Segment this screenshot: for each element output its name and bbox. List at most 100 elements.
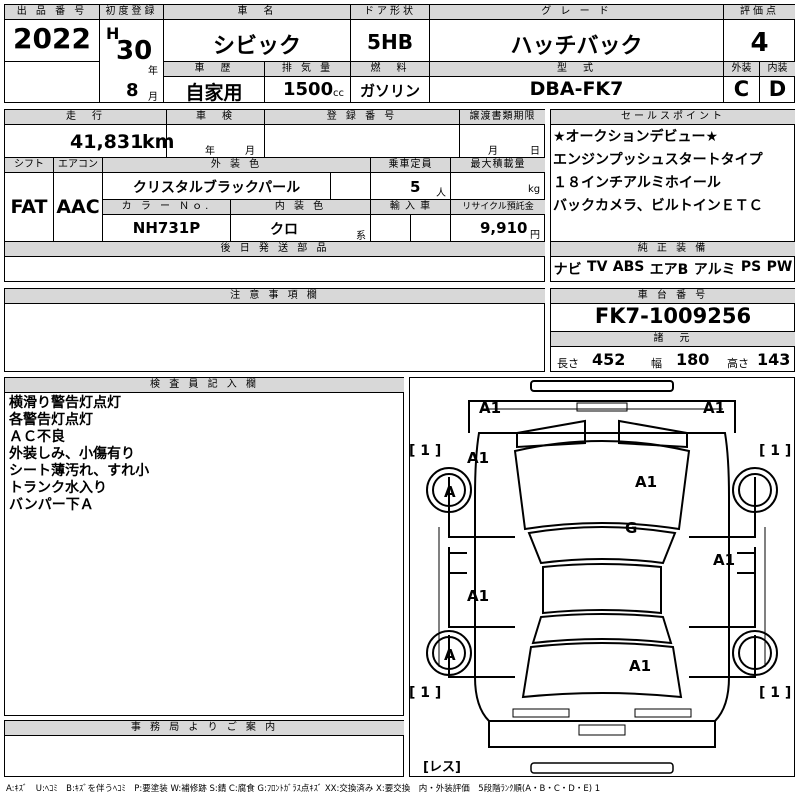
- inspector-label: 検 査 員 記 入 欄: [5, 378, 404, 393]
- tire-front-left: [ 1 ]: [409, 443, 441, 459]
- era: H: [106, 24, 120, 43]
- mileage: 41,831: [70, 131, 144, 153]
- year-unit: 年: [148, 66, 158, 77]
- sales-point: １８インチアルミホイール: [553, 175, 721, 191]
- inspection-month: 月: [245, 146, 255, 157]
- first-reg-label: 初度登録: [100, 5, 163, 20]
- damage-trunk: A1: [629, 657, 651, 675]
- inspection-label: 車 検: [167, 110, 264, 125]
- model: DBA-FK7: [529, 78, 624, 100]
- lot-no-label: 出 品 番 号: [5, 5, 99, 20]
- inspector-note: 横滑り警告灯点灯: [9, 395, 121, 411]
- office-block: [4, 720, 404, 777]
- history-label: 車 歴: [164, 62, 264, 77]
- equipment-item: ナビ: [553, 262, 582, 278]
- office-label: 事 務 局 よ り ご 案 内: [5, 721, 404, 736]
- caution-block: [4, 288, 545, 372]
- equipment-item: TV: [587, 259, 608, 275]
- header-block: [4, 4, 795, 103]
- color-no: NH731P: [132, 219, 201, 237]
- dims-label: 諸 元: [551, 332, 795, 347]
- inspector-note: トランク水入り: [9, 480, 107, 496]
- car-diagram: A1 A1 A1 A1 G A1 A1 A1 A A [ 1 ] [ 1 ] […: [409, 380, 791, 775]
- mileage-label: 走 行: [5, 110, 166, 125]
- equipment-item: ABS: [612, 259, 645, 275]
- transfer-day: 日: [530, 146, 540, 157]
- equipment-list: ナビ TV ABS エアB アルミ PS PW: [551, 259, 795, 279]
- length-label: 長さ: [557, 357, 579, 370]
- displacement: 1500: [283, 79, 334, 100]
- tire-rear-left: [ 1 ]: [409, 685, 441, 701]
- spare-tire-les: [レス]: [423, 760, 461, 775]
- exterior-grade: C: [733, 77, 750, 101]
- damage-wheel-front-left: A: [444, 483, 456, 501]
- equipment-item: エアB: [649, 262, 689, 278]
- model-label: 型 式: [430, 62, 723, 77]
- fuel: ガソリン: [359, 82, 420, 100]
- score: 4: [750, 28, 769, 58]
- damage-right-door: A1: [713, 551, 735, 569]
- sales-point: バックカメラ、ビルトインＥＴＣ: [553, 198, 763, 214]
- lot-no: 2022: [13, 22, 91, 55]
- later-parts-label: 後 日 発 送 部 品: [5, 242, 545, 257]
- reg-no-label: 登 録 番 号: [265, 110, 459, 125]
- transfer-label: 譲渡書類期限: [460, 110, 545, 125]
- details-block: [4, 109, 545, 282]
- caution-label: 注 意 事 項 欄: [5, 289, 545, 304]
- damage-left-fender: A1: [467, 449, 489, 467]
- damage-hood: A1: [635, 473, 657, 491]
- transfer-month: 月: [488, 146, 498, 157]
- damage-left-rear: A1: [467, 587, 489, 605]
- equipment-item: アルミ: [693, 262, 736, 278]
- width-label: 幅: [651, 357, 662, 370]
- score-label: 評価点: [724, 5, 795, 20]
- ac-label: エアコン: [54, 158, 102, 173]
- inspector-note: シート薄汚れ、すれ小: [9, 463, 150, 479]
- height: 143: [757, 350, 791, 369]
- inspector-note: ＡＣ不良: [9, 429, 65, 445]
- ext-color: クリスタルブラックパール: [132, 180, 301, 196]
- interior-label: 内装: [760, 62, 795, 77]
- chassis-number: FK7-1009256: [594, 304, 752, 328]
- grade: ハッチバック: [510, 34, 643, 59]
- cc-unit: cc: [333, 88, 344, 99]
- recycle: 9,910: [480, 219, 528, 237]
- inspector-block: [4, 377, 404, 716]
- equipment-item: PW: [766, 259, 793, 275]
- mileage-unit: km: [142, 131, 175, 153]
- load-label: 最大積載量: [451, 158, 545, 173]
- shift-label: シフト: [5, 158, 53, 173]
- inspector-note: 外装しみ、小傷有り: [9, 446, 135, 462]
- capacity-unit: 人: [436, 188, 446, 199]
- int-color-label: 内 装 色: [231, 200, 370, 215]
- load-unit: kg: [528, 184, 541, 195]
- equipment-label: 純 正 装 備: [551, 242, 795, 257]
- sales-point: エンジンプッシュスタートタイプ: [553, 152, 763, 168]
- ac: AAC: [56, 196, 100, 218]
- displacement-label: 排 気 量: [265, 62, 350, 77]
- import-label: 輸 入 車: [371, 200, 450, 215]
- fuel-label: 燃 料: [351, 62, 429, 77]
- recycle-label: リサイクル預託金: [451, 200, 545, 215]
- month-unit: 月: [148, 92, 158, 103]
- damage-front-right: A1: [703, 399, 725, 417]
- inspector-note: バンパー下Ａ: [9, 497, 94, 513]
- capacity: 5: [410, 178, 421, 196]
- damage-windshield: G: [625, 519, 637, 537]
- inspector-note: 各警告灯点灯: [9, 412, 93, 428]
- history: 自家用: [185, 82, 243, 104]
- color-no-label: カ ラ ー Ｎｏ.: [103, 200, 230, 215]
- sales-point: ★オークションデビュー★: [553, 129, 719, 145]
- grade-label: グ レ ー ド: [430, 5, 723, 20]
- sales-points-block: [550, 109, 795, 282]
- shift: FAT: [10, 196, 48, 218]
- interior-grade: D: [768, 77, 787, 101]
- car-name: シビック: [212, 34, 301, 59]
- tire-front-right: [ 1 ]: [759, 443, 791, 459]
- capacity-label: 乗車定員: [371, 158, 450, 173]
- inspection-year: 年: [205, 146, 215, 157]
- reg-year: 30: [116, 36, 153, 66]
- reg-month: 8: [126, 80, 139, 101]
- car-name-label: 車 名: [164, 5, 350, 20]
- int-color: クロ: [270, 222, 298, 238]
